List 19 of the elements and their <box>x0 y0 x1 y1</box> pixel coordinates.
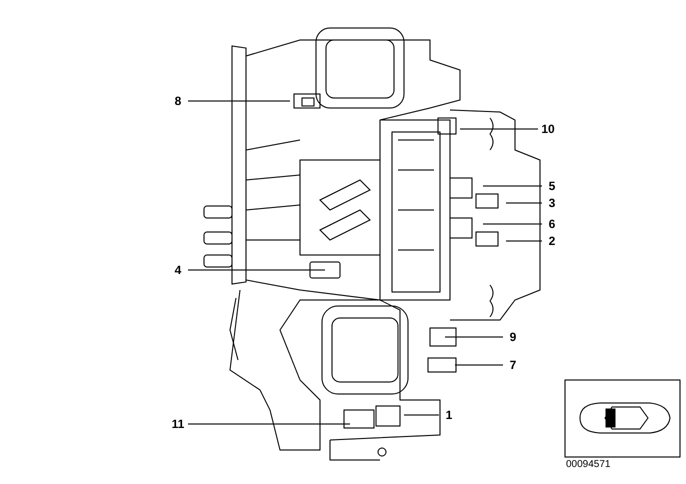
callout-number: 11 <box>169 417 187 431</box>
leader-line <box>454 364 504 366</box>
callout-number: 10 <box>539 122 557 136</box>
leader-line <box>444 336 504 338</box>
callout-number: 4 <box>169 263 187 277</box>
callout-number: 2 <box>543 234 561 248</box>
part-number: 00094571 <box>566 460 610 470</box>
leader-line <box>506 202 542 204</box>
callout-number: 9 <box>504 330 522 344</box>
leader-line <box>460 128 538 130</box>
leader-line <box>506 240 542 242</box>
callout-number: 8 <box>169 94 187 108</box>
callout-number: 5 <box>543 179 561 193</box>
leader-line <box>188 100 290 102</box>
callout-number: 1 <box>440 408 458 422</box>
leader-line <box>404 414 440 416</box>
callout-number: 7 <box>504 358 522 372</box>
callout-number: 3 <box>543 196 561 210</box>
callout-number: 6 <box>543 217 561 231</box>
